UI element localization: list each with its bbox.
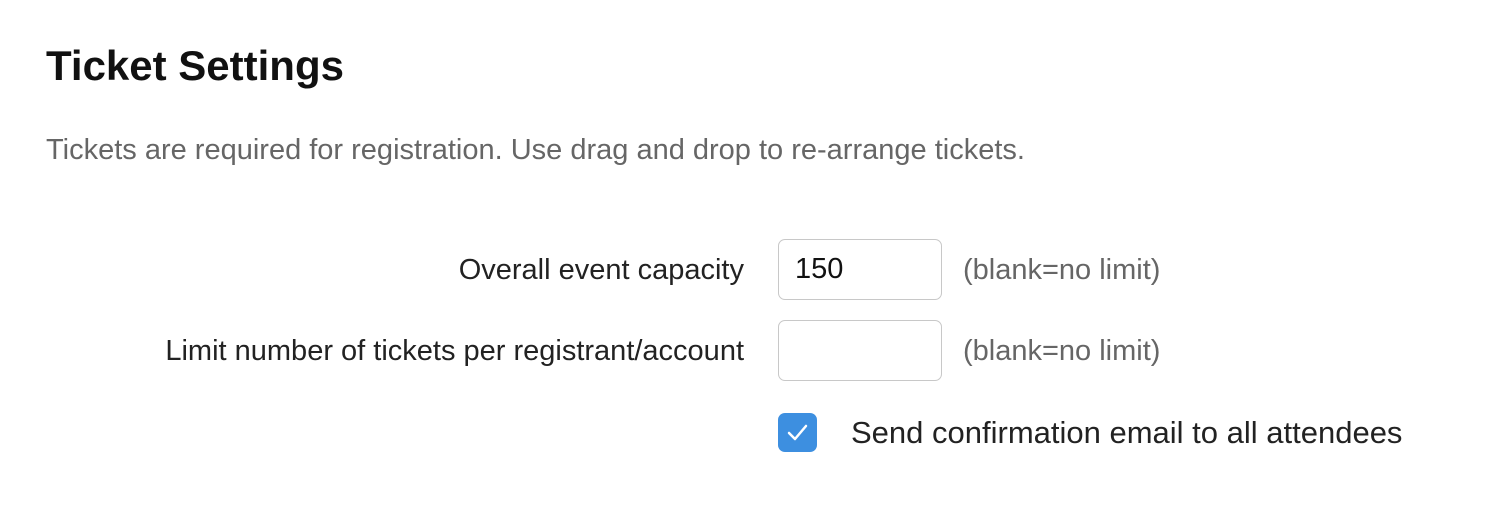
capacity-label: Overall event capacity [458, 254, 744, 286]
confirmation-checkbox[interactable] [778, 413, 817, 452]
capacity-hint: (blank=no limit) [963, 254, 1161, 286]
capacity-input[interactable] [778, 239, 942, 300]
description: Tickets are required for registration. U… [46, 134, 1025, 166]
limit-label: Limit number of tickets per registrant/a… [165, 335, 744, 367]
page-title: Ticket Settings [46, 42, 344, 89]
checkmark-icon [787, 424, 808, 441]
confirmation-label[interactable]: Send confirmation email to all attendees [851, 415, 1403, 450]
limit-input[interactable] [778, 320, 942, 381]
limit-hint: (blank=no limit) [963, 335, 1161, 367]
